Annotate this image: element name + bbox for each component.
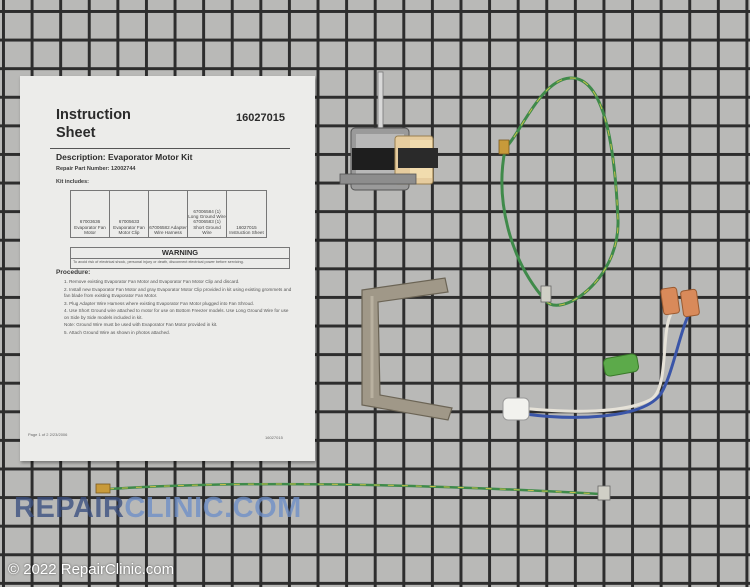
adapter-wire-harness bbox=[502, 286, 700, 421]
watermark-part2: CLINIC.COM bbox=[124, 492, 302, 524]
warning-text: To avoid risk of electrical shock, perso… bbox=[73, 260, 244, 264]
repair-part-number: Repair Part Number: 12002744 bbox=[56, 166, 136, 172]
sheet-title: Instruction Sheet bbox=[56, 107, 131, 141]
procedure-note: Note: Ground Wire must be used with Evap… bbox=[64, 322, 218, 328]
warning-box: WARNING To avoid risk of electrical shoc… bbox=[70, 247, 290, 269]
instruction-sheet: Instruction Sheet 16027015 Description: … bbox=[20, 76, 315, 461]
description-divider bbox=[50, 148, 290, 161]
repairclinic-watermark: REPAIRCLINIC.COM bbox=[14, 492, 302, 525]
sheet-footer-page: Page 1 of 2 2/23/2006 bbox=[28, 432, 68, 437]
procedure-title: Procedure: bbox=[56, 269, 91, 276]
procedure-step: 2. Install new Evaporator Fan Motor and … bbox=[64, 286, 292, 298]
watermark-part1: REPAIR bbox=[14, 492, 125, 524]
kit-items-table: 67003636 Evaporator Fan Motor 67005633 E… bbox=[70, 190, 267, 238]
kit-item: 67005633 Evaporator Fan Motor Clip bbox=[110, 191, 149, 237]
procedure-step: 3. Plug Adapter Wire Harness where exist… bbox=[64, 300, 254, 306]
warning-title: WARNING bbox=[71, 248, 289, 259]
kit-item: 67006584 (1) Long Ground Wire 67006583 (… bbox=[188, 191, 227, 237]
sheet-part-number: 16027015 bbox=[236, 112, 285, 124]
short-ground-wire bbox=[95, 482, 611, 501]
copyright-notice: © 2022 RepairClinic.com bbox=[8, 561, 175, 578]
procedure-step: 1. Remove existing Evaporator Fan Motor … bbox=[64, 279, 240, 284]
long-ground-wire bbox=[498, 76, 620, 307]
kit-item: 67006582 Adapter Wire Harness bbox=[149, 191, 188, 237]
sheet-description: Description: Evaporator Motor Kit bbox=[56, 152, 193, 162]
procedure-steps: 1. Remove existing Evaporator Fan Motor … bbox=[64, 279, 292, 338]
sheet-footer-number: 16027015 bbox=[265, 435, 283, 440]
kit-item: 67003636 Evaporator Fan Motor bbox=[71, 191, 110, 237]
procedure-step: 4. Use Short Ground wire attached to mot… bbox=[64, 308, 289, 320]
evaporator-motor-clip bbox=[361, 277, 453, 421]
evaporator-fan-motor bbox=[339, 71, 438, 191]
kit-includes-label: Kit includes: bbox=[56, 179, 90, 185]
kit-item: 16027015 Instruction Sheet bbox=[229, 224, 264, 235]
procedure-step: 5. Attach Ground Wire as shown in photos… bbox=[64, 329, 170, 335]
